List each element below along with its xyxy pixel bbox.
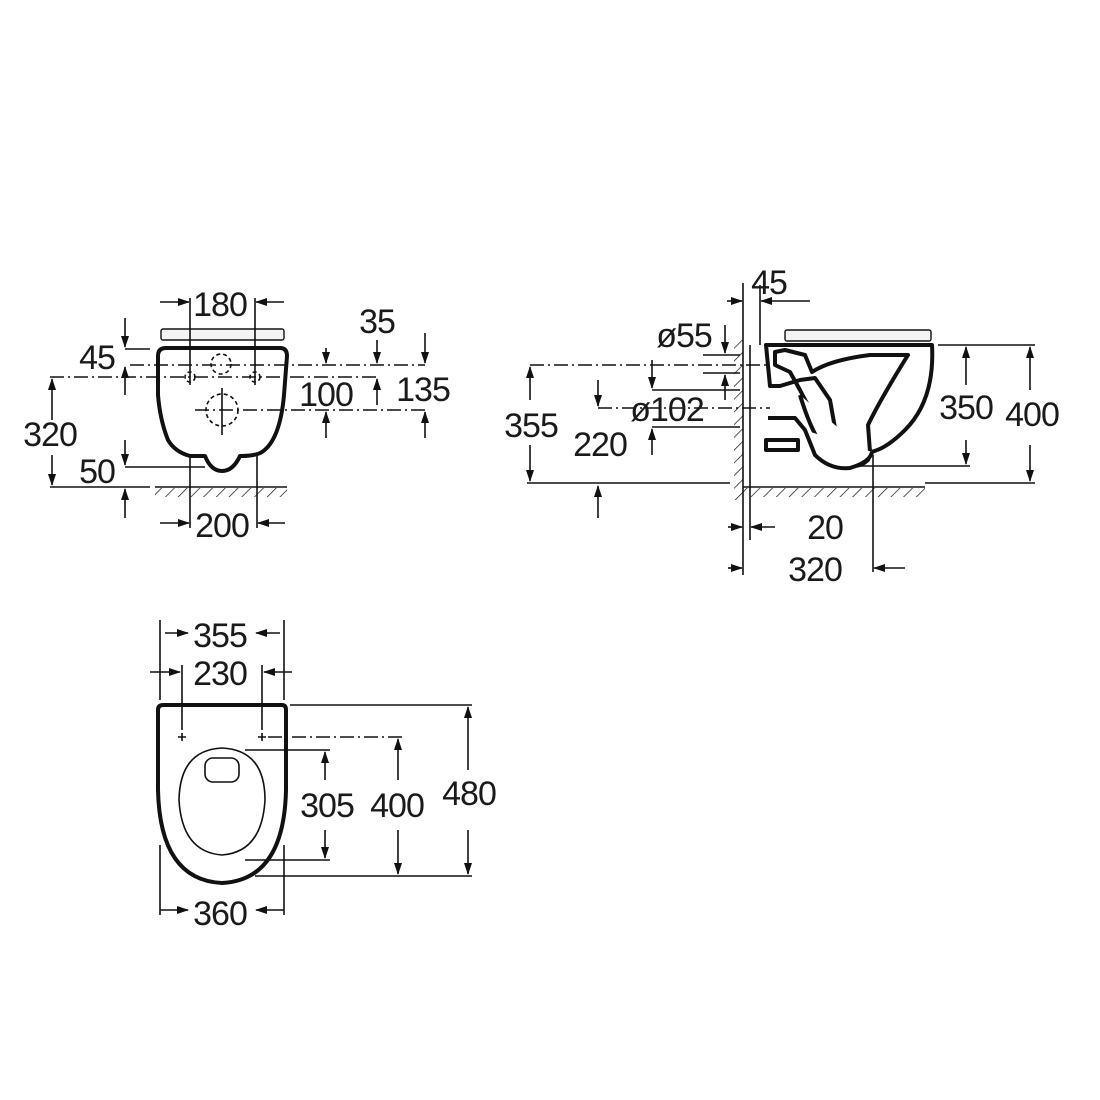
lid-outline bbox=[204, 757, 240, 783]
dim-320-projection: 320 bbox=[788, 551, 842, 589]
floor-hatch bbox=[155, 488, 287, 497]
dim-20: 20 bbox=[807, 509, 843, 547]
dim-45: 45 bbox=[79, 339, 115, 377]
dim-200: 200 bbox=[195, 507, 249, 545]
floor-hatch bbox=[743, 488, 925, 497]
dim-305: 305 bbox=[300, 787, 354, 825]
seat bbox=[160, 328, 285, 341]
front-view: 180 45 320 50 200 35 100 135 bbox=[23, 286, 451, 545]
dim-400-length: 400 bbox=[370, 787, 424, 825]
wall-hatch bbox=[734, 340, 743, 500]
dim-355: 355 bbox=[504, 407, 558, 445]
dim-35: 35 bbox=[359, 303, 395, 341]
dim-480: 480 bbox=[442, 775, 496, 813]
dim-360: 360 bbox=[193, 895, 247, 933]
dim-45-wall: 45 bbox=[751, 264, 787, 302]
dim-50: 50 bbox=[79, 453, 115, 491]
top-view: 355 230 305 400 480 360 bbox=[150, 617, 497, 933]
dim-220: 220 bbox=[573, 426, 627, 464]
dim-diameter-102: ø102 bbox=[630, 391, 704, 429]
dim-180: 180 bbox=[193, 286, 247, 324]
bowl-outline bbox=[156, 703, 288, 885]
dim-355-width: 355 bbox=[193, 617, 247, 655]
seat-opening bbox=[178, 747, 266, 856]
bowl-outline bbox=[764, 343, 935, 454]
dim-400-height: 400 bbox=[1005, 396, 1059, 434]
dim-320: 320 bbox=[23, 416, 77, 454]
dim-230: 230 bbox=[193, 655, 247, 693]
dim-135: 135 bbox=[396, 371, 450, 409]
dim-diameter-55: ø55 bbox=[656, 317, 712, 355]
seat bbox=[784, 329, 932, 342]
dim-350: 350 bbox=[939, 389, 993, 427]
side-view: 45 ø55 355 220 ø102 350 400 20 320 bbox=[504, 264, 1060, 589]
dim-100: 100 bbox=[299, 376, 353, 414]
